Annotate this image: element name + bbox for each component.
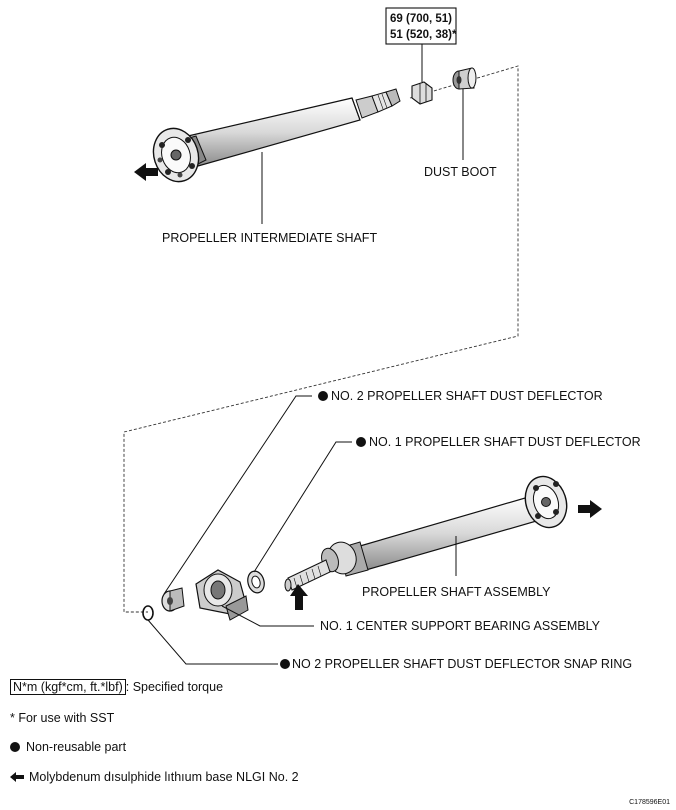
center-support-bearing: [195, 569, 249, 621]
no1-dust-deflector: [247, 570, 265, 594]
dust-boot: [452, 67, 477, 90]
leader-no2-deflector: [163, 395, 312, 595]
assembly-guide-dashed-line: [123, 65, 519, 613]
grease-arrow-top-left: [134, 163, 158, 181]
grease-arrow-right: [578, 500, 602, 518]
legend-non-reusable: Non-reusable part: [10, 740, 126, 754]
non-reusable-text: Non-reusable part: [26, 740, 127, 754]
non-reusable-dot-icon: [280, 659, 290, 669]
label-intermediate-shaft: PROPELLER INTERMEDIATE SHAFT: [162, 231, 377, 245]
torque-unit-box: N*m (kgf*cm, ft.*lbf): [10, 679, 126, 695]
torque-legend-text: : Specified torque: [125, 680, 224, 694]
label-shaft-assembly: PROPELLER SHAFT ASSEMBLY: [362, 585, 551, 599]
label-snap-ring: NO 2 PROPELLER SHAFT DUST DEFLECTOR SNAP…: [292, 657, 632, 671]
torque-spec-line2: 51 (520, 38)*: [390, 29, 457, 41]
leader-snap-ring: [147, 619, 278, 665]
torque-spec-line1: 69 (700, 51): [390, 13, 452, 25]
snap-ring: [142, 605, 154, 621]
torque-spec-box: 69 (700, 51) 51 (520, 38)*: [385, 7, 457, 45]
non-reusable-dot-icon: [356, 437, 366, 447]
flange-nut: [411, 81, 433, 105]
figure-code: C178596E01: [629, 799, 670, 806]
grease-arrow-icon: [10, 772, 24, 782]
propeller-intermediate-shaft: [152, 88, 401, 183]
grease-arrow-spline: [290, 584, 308, 610]
label-no2-dust-deflector: NO. 2 PROPELLER SHAFT DUST DEFLECTOR: [331, 389, 603, 403]
leader-center-bearing: [221, 605, 314, 627]
grease-text: Molybdenum dısulphide lıthıum base NLGI …: [29, 770, 299, 784]
legend-grease: Molybdenum dısulphide lıthıum base NLGI …: [10, 770, 299, 784]
legend-torque: N*m (kgf*cm, ft.*lbf): Specified torque: [10, 679, 224, 695]
no2-dust-deflector: [161, 587, 185, 612]
sst-note: * For use with SST: [10, 711, 115, 725]
leader-no1-deflector: [253, 441, 352, 573]
non-reusable-dot-icon: [10, 742, 20, 752]
bottom-leaders: [147, 395, 457, 665]
label-dust-boot: DUST BOOT: [424, 165, 497, 179]
non-reusable-dot-icon: [318, 391, 328, 401]
propeller-shaft-assembly: [284, 475, 568, 592]
legend-sst: * For use with SST: [10, 711, 114, 725]
label-center-bearing: NO. 1 CENTER SUPPORT BEARING ASSEMBLY: [320, 619, 601, 633]
label-no1-dust-deflector: NO. 1 PROPELLER SHAFT DUST DEFLECTOR: [369, 435, 641, 449]
